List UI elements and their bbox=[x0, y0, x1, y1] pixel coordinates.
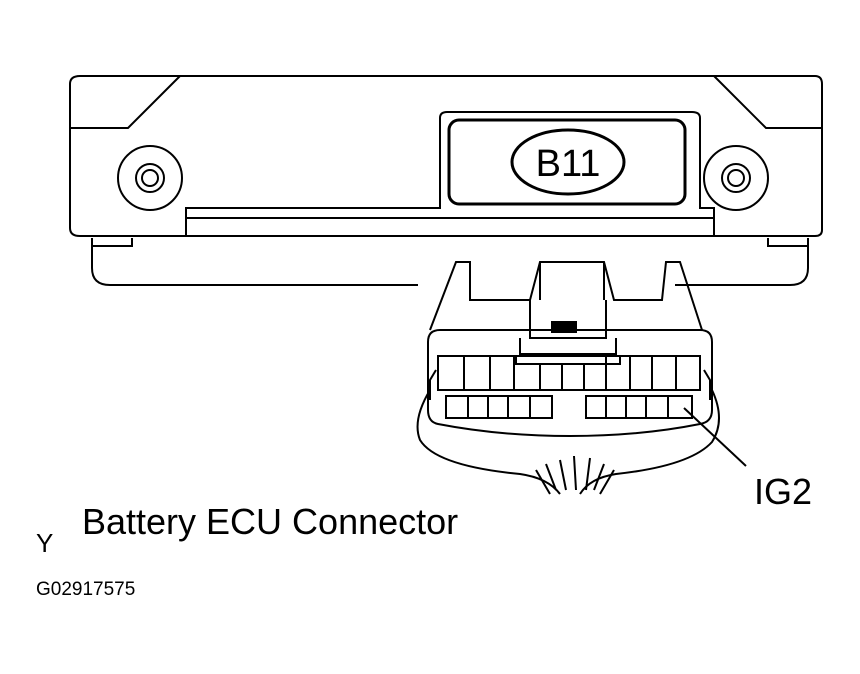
diagram-caption: Battery ECU Connector bbox=[82, 501, 459, 542]
ecu-front-plate bbox=[69, 75, 823, 237]
pin-label-ig2: IG2 bbox=[754, 471, 813, 512]
terminal-row-lower bbox=[445, 395, 693, 419]
corner-mark: Y bbox=[36, 528, 54, 558]
pin-leader-line bbox=[683, 407, 747, 467]
connector-code-label: B11 bbox=[536, 143, 601, 185]
mounting-bolt-left bbox=[117, 145, 183, 211]
mounting-bolt-right bbox=[703, 145, 769, 211]
ecu-housing bbox=[69, 75, 823, 286]
connector-code-plate: B11 bbox=[447, 118, 687, 206]
harness-connector bbox=[427, 261, 713, 438]
figure-id: G02917575 bbox=[36, 579, 136, 600]
connector-code-oval bbox=[510, 128, 626, 196]
wire-bundle bbox=[416, 389, 720, 495]
connector-body bbox=[427, 329, 713, 438]
